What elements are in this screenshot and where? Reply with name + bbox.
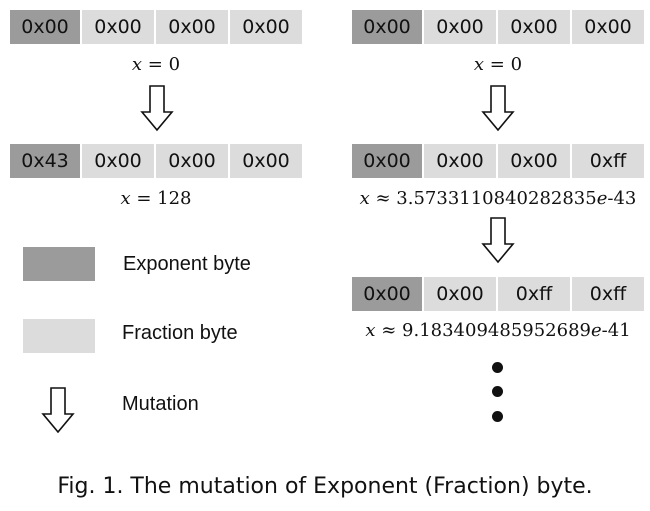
right-initial-row: 0x00 0x00 0x00 0x00	[352, 10, 644, 44]
exponent-byte-cell: 0x00	[352, 10, 424, 44]
exponent-legend-label: Exponent byte	[123, 253, 251, 275]
fraction-byte-cell: 0x00	[230, 10, 302, 44]
exponent-text: -43	[607, 188, 637, 209]
fraction-byte-cell: 0x00	[156, 144, 230, 178]
fraction-byte-cell: 0x00	[498, 10, 572, 44]
value-text: 128	[157, 188, 192, 209]
left-mutated-value: x = 128	[120, 188, 192, 209]
value-text: 0	[168, 54, 181, 75]
right-initial-value: x = 0	[473, 54, 523, 75]
exponent-byte-cell: 0x43	[10, 144, 82, 178]
value-text: 9.183409485952689	[402, 320, 591, 341]
fraction-byte-cell: 0xff	[572, 277, 644, 311]
fraction-byte-cell: 0xff	[572, 144, 644, 178]
right-step1-value: x ≈ 3.5733110840282835e-43	[359, 188, 637, 209]
left-mutated-row: 0x43 0x00 0x00 0x00	[10, 144, 302, 178]
left-initial-row: 0x00 0x00 0x00 0x00	[10, 10, 302, 44]
continuation-dot	[492, 362, 503, 373]
exponent-byte-cell: 0x00	[352, 144, 424, 178]
fraction-legend-swatch	[23, 319, 95, 353]
fraction-byte-cell: 0x00	[424, 277, 498, 311]
fraction-byte-cell: 0x00	[572, 10, 644, 44]
mutation-arrow-icon	[481, 85, 515, 132]
right-step2-row: 0x00 0x00 0xff 0xff	[352, 277, 644, 311]
mutation-arrow-icon	[140, 85, 174, 132]
continuation-dot	[492, 411, 503, 422]
exponent-byte-cell: 0x00	[10, 10, 82, 44]
down-arrow-icon	[41, 387, 75, 434]
fraction-byte-cell: 0xff	[498, 277, 572, 311]
figure-caption: Fig. 1. The mutation of Exponent (Fracti…	[57, 474, 593, 499]
right-step1-row: 0x00 0x00 0x00 0xff	[352, 144, 644, 178]
exponent-byte-cell: 0x00	[352, 277, 424, 311]
right-step2-value: x ≈ 9.183409485952689e-41	[365, 320, 631, 341]
left-initial-value: x = 0	[131, 54, 181, 75]
value-text: 0	[510, 54, 523, 75]
fraction-byte-cell: 0x00	[82, 144, 156, 178]
exponent-legend-swatch	[23, 247, 95, 281]
value-text: 3.5733110840282835	[396, 188, 597, 209]
fraction-byte-cell: 0x00	[424, 10, 498, 44]
exponent-text: -41	[601, 320, 631, 341]
fraction-legend-label: Fraction byte	[122, 322, 238, 344]
continuation-dot	[492, 386, 503, 397]
mutation-legend-label: Mutation	[122, 393, 199, 415]
fraction-byte-cell: 0x00	[82, 10, 156, 44]
fraction-byte-cell: 0x00	[156, 10, 230, 44]
fraction-byte-cell: 0x00	[424, 144, 498, 178]
fraction-byte-cell: 0x00	[230, 144, 302, 178]
mutation-arrow-icon	[481, 217, 515, 264]
fraction-byte-cell: 0x00	[498, 144, 572, 178]
